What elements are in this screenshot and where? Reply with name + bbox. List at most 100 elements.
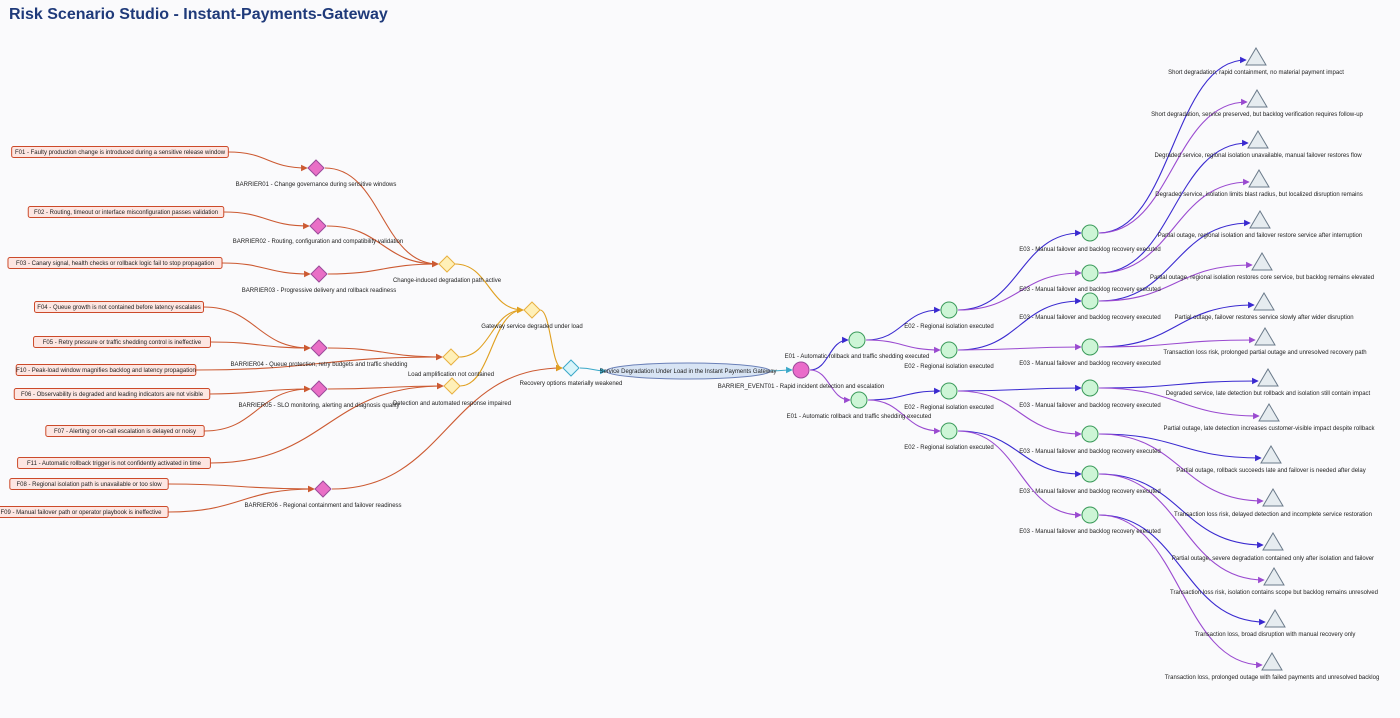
event-node-e03a[interactable]: E03 - Manual failover and backlog recove… <box>1019 224 1161 253</box>
gate-node-g1[interactable]: Change-induced degradation path active <box>393 255 502 284</box>
barrier-label: BARRIER04 - Queue protection, retry budg… <box>231 362 408 368</box>
outcome-label: Short degradation, rapid containment, no… <box>1168 70 1344 76</box>
outcome-node-o11[interactable]: Partial outage, rollback succeeds late a… <box>1176 445 1366 474</box>
event-circle <box>1081 338 1099 356</box>
edge-e02b-e03c <box>957 297 1082 351</box>
barrier-node-b05[interactable]: BARRIER05 - SLO monitoring, alerting and… <box>238 380 400 409</box>
edge-e03e-o9 <box>1098 377 1259 389</box>
outcome-label: Transaction loss risk, prolonged partial… <box>1163 350 1366 356</box>
event-node-e03c[interactable]: E03 - Manual failover and backlog recove… <box>1019 292 1161 321</box>
edge-e02c-e03e <box>957 384 1082 392</box>
fault-node-f04[interactable]: F04 - Queue growth is not contained befo… <box>34 301 204 313</box>
barrier-node-b06[interactable]: BARRIER06 - Regional containment and fai… <box>244 480 402 509</box>
outcome-node-o2[interactable]: Short degradation, service preserved, bu… <box>1151 89 1364 118</box>
edge-e03h-o16 <box>1098 514 1263 669</box>
event-node-e03e[interactable]: E03 - Manual failover and backlog recove… <box>1019 379 1161 409</box>
outcome-node-o1[interactable]: Short degradation, rapid containment, no… <box>1168 47 1344 76</box>
edge-e02d-e03h <box>957 430 1082 519</box>
fault-box <box>34 301 204 313</box>
edge-e03f-o11 <box>1098 433 1262 462</box>
event-node-e02c[interactable]: E02 - Regional isolation executed <box>904 382 994 411</box>
fault-node-f03[interactable]: F03 - Canary signal, health checks or ro… <box>7 257 223 269</box>
outcome-node-o12[interactable]: Transaction loss risk, delayed detection… <box>1174 488 1372 518</box>
outcome-node-o6[interactable]: Partial outage, regional isolation resto… <box>1150 252 1374 281</box>
outcome-node-o16[interactable]: Transaction loss, prolonged outage with … <box>1165 652 1380 681</box>
gate-label: Detection and automated response impaire… <box>393 401 511 407</box>
outcome-label: Partial outage, severe degradation conta… <box>1172 556 1374 562</box>
event-barrier-node[interactable]: BARRIER_EVENT01 - Rapid incident detecti… <box>718 361 884 390</box>
node-layer: F01 - Faulty production change is introd… <box>0 47 1380 681</box>
outcome-node-o9[interactable]: Degraded service, late detection but rol… <box>1166 368 1371 397</box>
event-circle <box>940 422 958 440</box>
event-circle <box>1081 506 1099 524</box>
fault-box <box>11 146 229 158</box>
page-title: Risk Scenario Studio - Instant-Payments-… <box>9 6 388 23</box>
fault-node-f07[interactable]: F07 - Alerting or on-call escalation is … <box>45 425 205 437</box>
fault-label: F01 - Faulty production change is introd… <box>15 150 226 156</box>
fault-node-f11[interactable]: F11 - Automatic rollback trigger is not … <box>17 457 211 469</box>
outcome-triangle <box>1248 169 1270 188</box>
event-node-e02b[interactable]: E02 - Regional isolation executed <box>904 341 994 370</box>
barrier-diamond <box>307 159 325 177</box>
edge-e03d-o7 <box>1098 301 1255 348</box>
outcome-node-o10[interactable]: Partial outage, late detection increases… <box>1163 403 1376 432</box>
outcome-node-o14[interactable]: Transaction loss risk, isolation contain… <box>1170 567 1378 596</box>
event-label: E03 - Manual failover and backlog recove… <box>1019 489 1160 495</box>
fault-node-f10[interactable]: F10 - Peak-load window magnifies backlog… <box>15 364 197 376</box>
top-event-node[interactable]: Service Degradation Under Load in the In… <box>599 362 777 380</box>
fault-node-f08[interactable]: F08 - Regional isolation path is unavail… <box>9 478 169 490</box>
gate-label: Change-induced degradation path active <box>393 278 502 284</box>
fault-node-f01[interactable]: F01 - Faulty production change is introd… <box>11 146 229 158</box>
event-label: E02 - Regional isolation executed <box>904 364 993 370</box>
barrier-node-b01[interactable]: BARRIER01 - Change governance during sen… <box>236 159 397 188</box>
event-label: E03 - Manual failover and backlog recove… <box>1019 403 1160 409</box>
outcome-node-o3[interactable]: Degraded service, regional isolation una… <box>1154 130 1362 159</box>
event-node-e03g[interactable]: E03 - Manual failover and backlog recove… <box>1019 465 1161 495</box>
gate-node-g5[interactable]: Recovery options materially weakened <box>520 359 623 387</box>
gate-node-g2[interactable]: Gateway service degraded under load <box>481 301 583 330</box>
edge-e03h-o15 <box>1098 514 1266 626</box>
event-node-e03b[interactable]: E03 - Manual failover and backlog recove… <box>1019 264 1161 293</box>
barrier-label: BARRIER02 - Routing, configuration and c… <box>233 239 403 245</box>
outcome-triangle <box>1249 210 1271 229</box>
fault-node-f06[interactable]: F06 - Observability is degraded and lead… <box>13 388 211 400</box>
edge-eb-e01b <box>809 369 851 404</box>
event-node-e01a[interactable]: E01 - Automatic rollback and traffic she… <box>785 331 930 360</box>
event-node-e03d[interactable]: E03 - Manual failover and backlog recove… <box>1019 338 1161 367</box>
fault-box <box>9 478 169 490</box>
edge-g4-g2 <box>459 306 524 387</box>
edge-f09-b06 <box>168 485 315 513</box>
event-node-e03f[interactable]: E03 - Manual failover and backlog recove… <box>1019 425 1161 455</box>
edge-f01-b01 <box>228 151 308 172</box>
barrier-node-b04[interactable]: BARRIER04 - Queue protection, retry budg… <box>231 339 408 368</box>
edge-g5-top-event <box>579 367 607 375</box>
fault-node-f02[interactable]: F02 - Routing, timeout or interface misc… <box>27 206 225 218</box>
outcome-label: Partial outage, failover restores servic… <box>1174 315 1353 321</box>
barrier-node-b02[interactable]: BARRIER02 - Routing, configuration and c… <box>233 217 403 245</box>
fault-box <box>33 336 211 348</box>
fault-box <box>7 257 223 269</box>
gate-node-g3[interactable]: Load amplification not contained <box>408 348 494 378</box>
outcome-node-o4[interactable]: Degraded service, isolation limits blast… <box>1155 169 1363 198</box>
outcome-label: Degraded service, isolation limits blast… <box>1155 192 1362 198</box>
outcome-triangle <box>1261 652 1283 671</box>
event-node-e02a[interactable]: E02 - Regional isolation executed <box>904 301 994 330</box>
event-node-e03h[interactable]: E03 - Manual failover and backlog recove… <box>1019 506 1161 535</box>
outcome-node-o7[interactable]: Partial outage, failover restores servic… <box>1174 292 1354 321</box>
event-circle <box>1081 224 1099 242</box>
outcome-node-o13[interactable]: Partial outage, severe degradation conta… <box>1172 532 1374 562</box>
outcome-node-o15[interactable]: Transaction loss, broad disruption with … <box>1195 609 1356 638</box>
event-node-e01b[interactable]: E01 - Automatic rollback and traffic she… <box>787 391 932 420</box>
outcome-node-o8[interactable]: Transaction loss risk, prolonged partial… <box>1163 327 1367 356</box>
event-node-e02d[interactable]: E02 - Regional isolation executed <box>904 422 994 451</box>
edge-e02c-e03f <box>957 390 1082 438</box>
gate-node-g4[interactable]: Detection and automated response impaire… <box>393 377 511 407</box>
outcome-node-o5[interactable]: Partial outage, regional isolation and f… <box>1158 210 1362 239</box>
fault-box <box>17 457 211 469</box>
fault-node-f05[interactable]: F05 - Retry pressure or traffic shedding… <box>33 336 211 348</box>
edge-layer <box>168 56 1266 669</box>
fault-node-f09[interactable]: F09 - Manual failover path or operator p… <box>0 506 169 518</box>
barrier-node-b03[interactable]: BARRIER03 - Progressive delivery and rol… <box>242 265 396 294</box>
event-circle <box>1081 379 1099 397</box>
